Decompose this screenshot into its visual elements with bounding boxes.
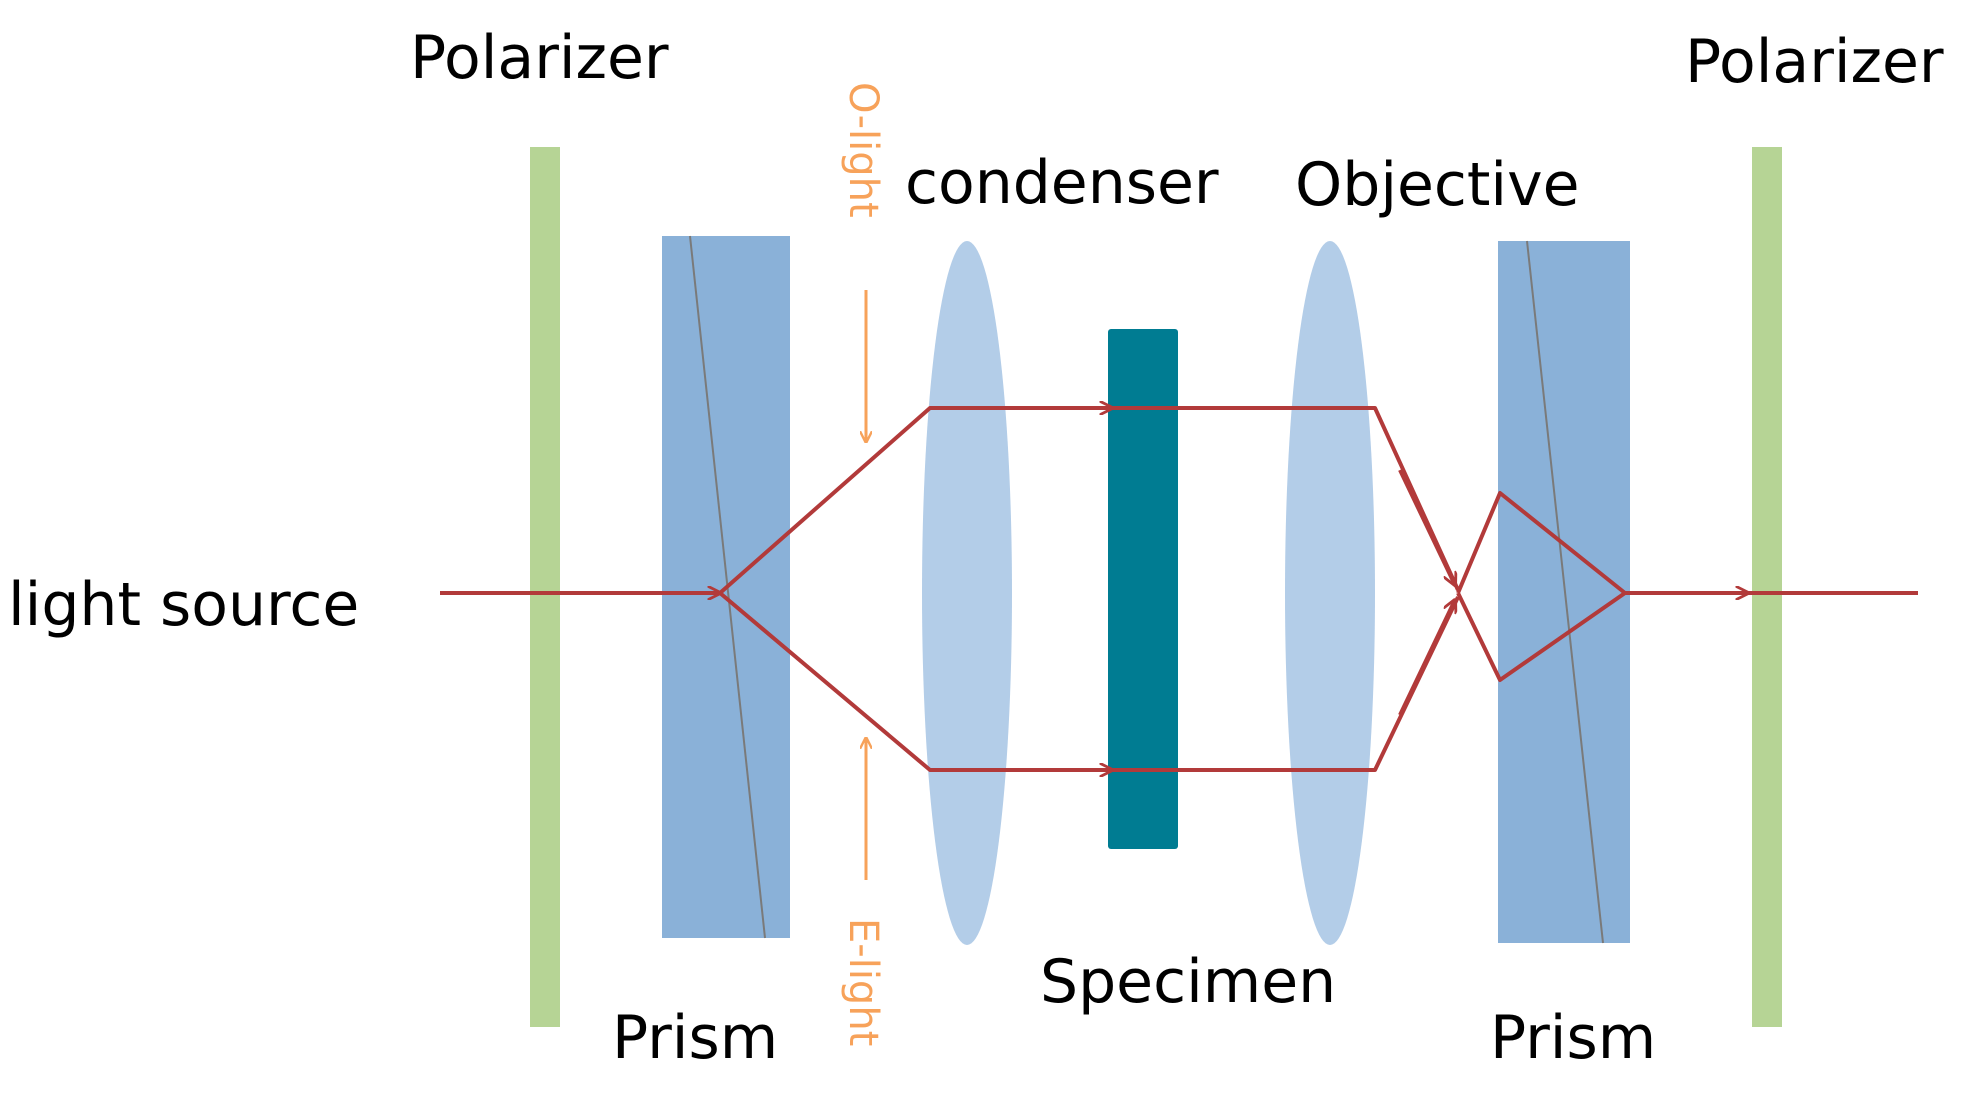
prism-left-label: Prism [612,1003,778,1073]
specimen-slide [1108,329,1178,849]
specimen-label: Specimen [1040,947,1336,1017]
o-ray-converge-arrow [1398,469,1455,585]
prism-right-label: Prism [1490,1003,1656,1073]
light-source-label: light source [8,570,359,640]
objective-lens [1285,241,1375,945]
prism-right-divider [1526,240,1604,944]
e-light-label: E-light [840,918,886,1046]
objective-label: Objective [1295,150,1580,220]
polarizer-right-label: Polarizer [1685,27,1944,97]
polarizer-left [530,147,560,1027]
polarizer-left-label: Polarizer [410,23,669,93]
o-light-ray [718,406,1460,595]
e-ray-converge-arrow [1398,600,1455,716]
polarizer-right [1752,147,1782,1027]
o-light-label: O-light [840,82,886,218]
light-rays [440,408,1918,770]
condenser-lens [922,241,1012,945]
condenser-label: condenser [905,148,1219,218]
